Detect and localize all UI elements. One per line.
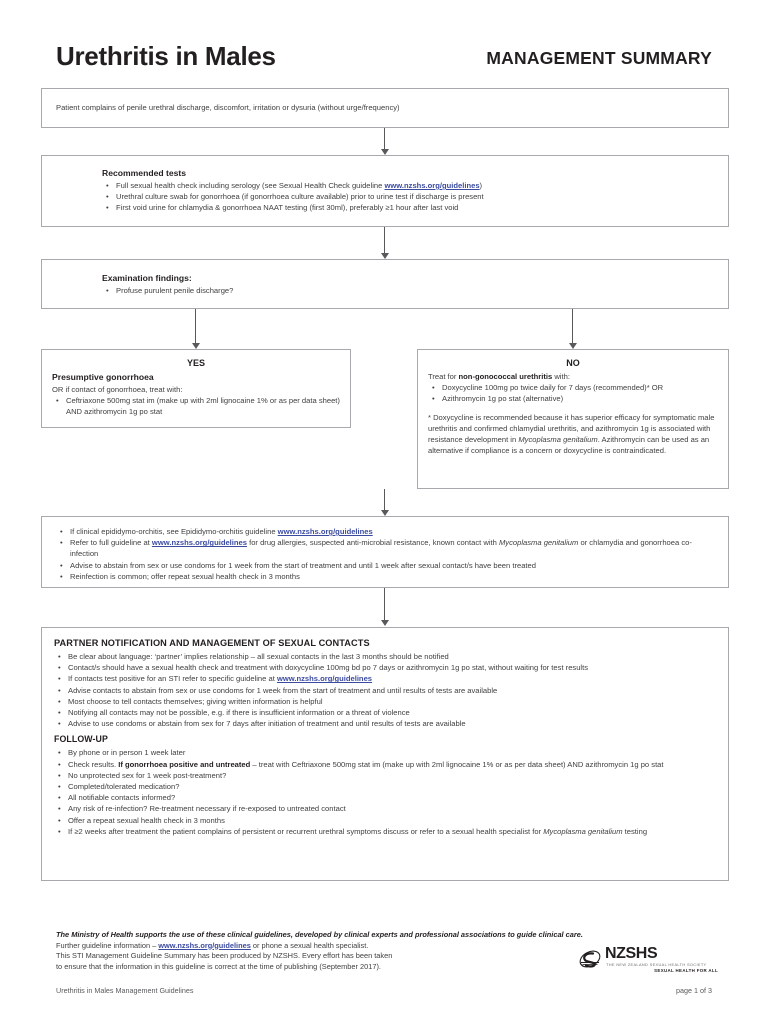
footer-line-2: Further guideline information – www.nzsh…: [56, 940, 369, 950]
list-item: If contacts test positive for an STI ref…: [54, 673, 718, 684]
guidelines-link[interactable]: www.nzshs.org/guidelines: [384, 181, 480, 190]
nzshs-logo-tagline: THE NEW ZEALAND SEXUAL HEALTH SOCIETY: [606, 962, 707, 967]
footer-disclaimer: The Ministry of Health supports the use …: [56, 930, 712, 972]
footer-doc-name: Urethritis in Males Management Guideline…: [56, 986, 194, 995]
connector-line-1: [384, 128, 385, 149]
list-item: If ≥2 weeks after treatment the patient …: [54, 826, 718, 837]
footer-page-number: page 1 of 3: [676, 986, 712, 995]
list-item: Refer to full guideline at www.nzshs.org…: [56, 537, 718, 559]
list-item: Be clear about language: ‘partner’ impli…: [54, 651, 718, 662]
list-item: Azithromycin 1g po stat (alternative): [428, 393, 718, 404]
yes-heading: Presumptive gonorrhoea: [52, 372, 154, 382]
partner-notification-list: Be clear about language: ‘partner’ impli…: [54, 651, 718, 730]
no-branch-box: NO Treat for non-gonococcal urethritis w…: [417, 349, 729, 489]
connector-arrow-4: [381, 620, 389, 626]
nzshs-logo: NZSHS THE NEW ZEALAND SEXUAL HEALTH SOCI…: [578, 945, 718, 976]
yes-label: YES: [186, 358, 205, 368]
list-item: Urethral culture swab for gonorrhoea (if…: [102, 191, 728, 202]
yes-lead-text: OR if contact of gonorrhoea, treat with:: [52, 385, 183, 394]
connector-line-no: [572, 309, 573, 343]
connector-line-2: [384, 227, 385, 253]
guidelines-link[interactable]: www.nzshs.org/guidelines: [277, 527, 373, 536]
footer-line-4: to ensure that the information in this g…: [56, 961, 381, 971]
connector-arrow-no: [569, 343, 577, 349]
guidelines-link[interactable]: www.nzshs.org/guidelines: [276, 674, 373, 684]
list-item: Check results. If gonorrhoea positive an…: [54, 759, 718, 770]
no-lead-text: Treat for non-gonococcal urethritis with…: [428, 372, 570, 381]
footer-bar: Urethritis in Males Management Guideline…: [56, 985, 712, 999]
recommended-tests-list: Full sexual health check including serol…: [102, 180, 728, 214]
page-subtitle: MANAGEMENT SUMMARY: [486, 48, 712, 68]
followup-list: By phone or in person 1 week later Check…: [54, 747, 718, 837]
yes-branch-box: YES Presumptive gonorrhoea OR if contact…: [41, 349, 351, 428]
connector-arrow-yes: [192, 343, 200, 349]
list-item: No unprotected sex for 1 week post-treat…: [54, 770, 718, 781]
guidelines-link[interactable]: www.nzshs.org/guidelines: [151, 538, 247, 548]
examination-findings-list: Profuse purulent penile discharge?: [102, 285, 728, 296]
partner-notification-box: PARTNER NOTIFICATION AND MANAGEMENT OF S…: [41, 627, 729, 881]
list-item: Most choose to tell contacts themselves;…: [54, 696, 718, 707]
list-item: Advise contacts to abstain from sex or u…: [54, 685, 718, 696]
list-item: Contact/s should have a sexual health ch…: [54, 662, 718, 673]
nzshs-logo-mark-icon: [579, 950, 601, 968]
connector-arrow-2: [381, 253, 389, 259]
list-item: Doxycycline 100mg po twice daily for 7 d…: [428, 382, 718, 393]
list-item: Advise to use condoms or abstain from se…: [54, 718, 718, 729]
connector-line-yes: [195, 309, 196, 343]
list-item: Reinfection is common; offer repeat sexu…: [56, 571, 718, 582]
connector-arrow-1: [381, 149, 389, 155]
examination-findings-box: Examination findings: Profuse purulent p…: [41, 259, 729, 309]
footer-line-3: This STI Management Guideline Summary ha…: [56, 951, 393, 961]
yes-treatment-list: Ceftriaxone 500mg stat im (make up with …: [52, 395, 340, 417]
advice-list: If clinical epididymo-orchitis, see Epid…: [56, 526, 718, 582]
list-item: By phone or in person 1 week later: [54, 747, 718, 758]
list-item: If clinical epididymo-orchitis, see Epid…: [56, 526, 718, 537]
list-item: Ceftriaxone 500mg stat im (make up with …: [52, 395, 340, 417]
footer-line-1: The Ministry of Health supports the use …: [56, 930, 583, 939]
recommended-tests-box: Recommended tests Full sexual health che…: [41, 155, 729, 227]
list-item: Full sexual health check including serol…: [102, 180, 728, 191]
list-item: Any risk of re-infection? Re-treatment n…: [54, 803, 718, 814]
examination-findings-title: Examination findings:: [102, 273, 192, 283]
partner-notification-title: PARTNER NOTIFICATION AND MANAGEMENT OF S…: [54, 638, 370, 648]
page-header: Urethritis in Males MANAGEMENT SUMMARY: [56, 40, 712, 76]
advice-box: If clinical epididymo-orchitis, see Epid…: [41, 516, 729, 588]
followup-title: FOLLOW-UP: [54, 734, 108, 745]
list-item: Offer a repeat sexual health check in 3 …: [54, 815, 718, 826]
no-footnote: * Doxycycline is recommended because it …: [428, 412, 715, 456]
list-item: First void urine for chlamydia & gonorrh…: [102, 202, 728, 213]
nzshs-logo-text: NZSHS: [605, 945, 658, 962]
connector-arrow-3: [381, 510, 389, 516]
connector-line-4: [384, 588, 385, 620]
nzshs-logo-slogan: SEXUAL HEALTH FOR ALL: [654, 968, 718, 973]
guidelines-link[interactable]: www.nzshs.org/guidelines: [158, 940, 251, 950]
connector-line-3: [384, 489, 385, 510]
list-item: Notifying all contacts may not be possib…: [54, 707, 718, 718]
no-treatment-list: Doxycycline 100mg po twice daily for 7 d…: [428, 382, 718, 405]
page-title: Urethritis in Males: [56, 41, 276, 71]
list-item: Profuse purulent penile discharge?: [102, 285, 728, 296]
list-item: Completed/tolerated medication?: [54, 781, 718, 792]
recommended-tests-title: Recommended tests: [102, 168, 187, 178]
list-item: All notifiable contacts informed?: [54, 792, 718, 803]
no-label: NO: [566, 358, 580, 368]
complaint-box: Patient complains of penile urethral dis…: [41, 88, 729, 128]
complaint-text: Patient complains of penile urethral dis…: [56, 103, 400, 112]
list-item: Advise to abstain from sex or use condom…: [56, 560, 718, 571]
